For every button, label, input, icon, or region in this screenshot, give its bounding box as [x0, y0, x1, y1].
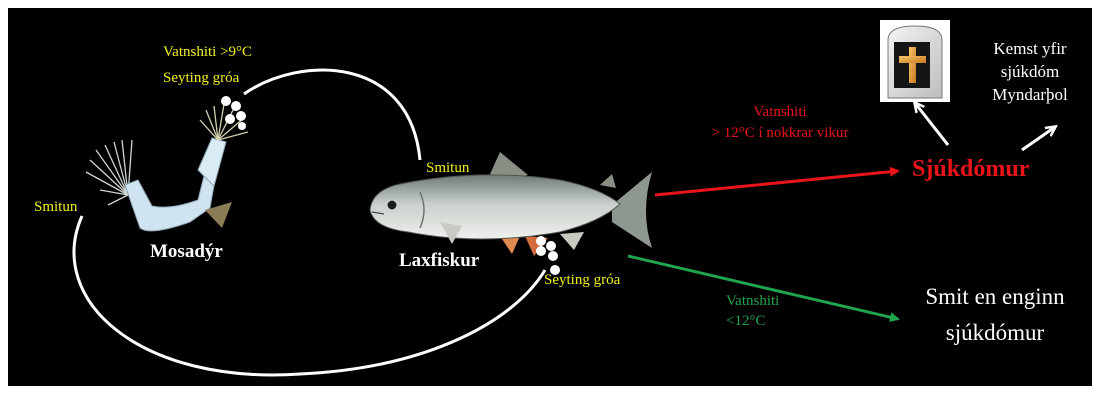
gravestone-cross-icon: [880, 20, 950, 102]
green-temp-line1: Vatnshiti: [726, 293, 779, 310]
no-disease-line1: Smit en enginn: [900, 282, 1090, 312]
disease-label: Sjúkdómur: [912, 156, 1029, 184]
recovery-line2: sjúkdóm: [970, 61, 1090, 84]
recovery-line3: Myndarþol: [970, 84, 1090, 107]
recovery-line1: Kemst yfir: [970, 38, 1090, 61]
bryozoan-name-label: Mosadýr: [150, 241, 223, 263]
red-temp-label: Vatnshiti > 12°C í nokkrar vikur: [660, 104, 900, 143]
fish-name-label: Laxfiskur: [399, 250, 479, 272]
recovery-label: Kemst yfir sjúkdóm Myndarþol: [970, 38, 1090, 107]
green-temp-label: Vatnshiti <12°C: [726, 293, 779, 331]
bryozoan-temp-label: Vatnshiti >9°C: [163, 44, 252, 61]
red-temp-line1: Vatnshiti: [660, 104, 900, 121]
red-arrow: [655, 171, 898, 195]
no-disease-label: Smit en enginn sjúkdómur: [900, 282, 1090, 348]
no-disease-line2: sjúkdómur: [900, 318, 1090, 348]
bryozoan-release-label: Seyting gróa: [163, 70, 239, 87]
fish-release-label: Seyting gróa: [544, 272, 620, 289]
cycle-curve-top: [244, 70, 420, 160]
arrow-to-recovery: [1022, 127, 1055, 150]
bryozoan-illustration: [86, 96, 248, 231]
arrow-to-gravestone: [915, 103, 948, 145]
cycle-curve-bottom: [74, 216, 545, 375]
fish-infection-label: Smitun: [426, 160, 469, 177]
red-temp-line2: > 12°C í nokkrar vikur: [660, 125, 900, 142]
left-infection-label: Smitun: [34, 199, 77, 216]
green-temp-line2: <12°C: [726, 313, 779, 330]
